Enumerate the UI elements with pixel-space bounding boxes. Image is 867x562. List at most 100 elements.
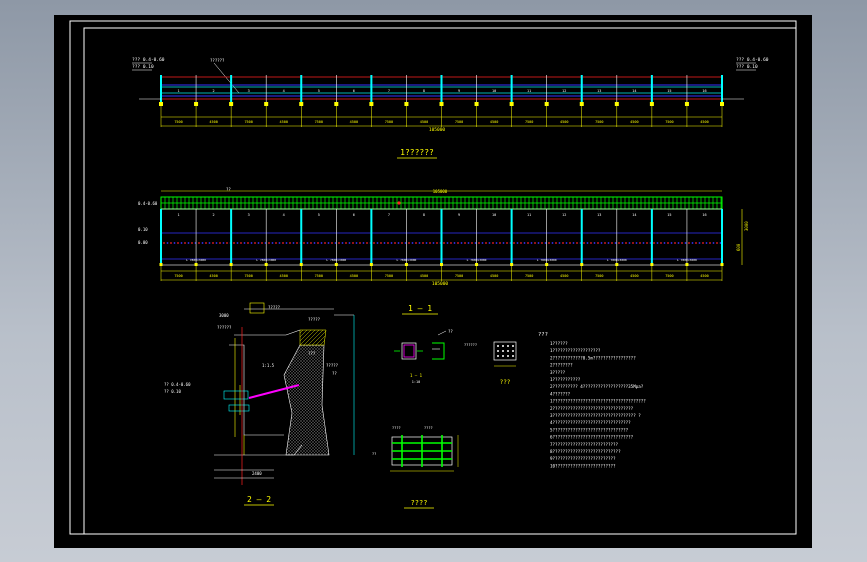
plan-post-footing	[615, 263, 619, 266]
plan-view: 0.4-0.60 0.10 0.00 ?? 105000 75001450027…	[138, 187, 749, 315]
plan-left-label-1: 0.4-0.60	[138, 201, 158, 206]
rebar-dot	[512, 350, 514, 352]
plan-dot-red	[289, 242, 291, 244]
plan-dot-red	[282, 242, 284, 244]
plan-bay-number: 7	[388, 213, 390, 217]
plan-dot-red	[422, 242, 424, 244]
plan-dot-red	[254, 242, 256, 244]
plan-dot-blue	[537, 242, 540, 244]
plan-dot-red	[324, 242, 326, 244]
elev-span-label: 7500	[315, 120, 323, 124]
plan-dot-red	[338, 242, 340, 244]
elevation-top-marker: ??????	[210, 58, 225, 63]
plan-post-footing	[720, 263, 724, 266]
plan-dot-red	[296, 242, 298, 244]
plan-dot-red	[170, 242, 172, 244]
notes-line: 1??????	[550, 341, 568, 346]
plan-dot-red	[695, 242, 697, 244]
plan-dot-blue	[215, 242, 218, 244]
plan-post-footing	[545, 263, 549, 266]
plan-dot-blue	[621, 242, 624, 244]
detail-rebar-grid: ?????? ???	[464, 341, 517, 386]
plan-dot-blue	[523, 242, 526, 244]
plan-dot-red	[275, 242, 277, 244]
rebar-dot	[502, 355, 504, 357]
plan-dot-red	[429, 242, 431, 244]
plan-dot-blue	[250, 242, 253, 244]
plan-dot-blue	[201, 242, 204, 244]
elev-post-footing	[194, 102, 199, 106]
plan-dot-blue	[565, 242, 568, 244]
notes-line: 7??????????????????????????	[550, 442, 619, 447]
plan-red-marker	[397, 201, 401, 205]
notes-line: 1???????????????????	[550, 348, 601, 353]
detail-cage-title: ????	[411, 499, 428, 507]
plan-dot-red	[688, 242, 690, 244]
plan-dot-blue	[313, 242, 316, 244]
plan-bay-number: 2	[213, 213, 215, 217]
plan-dot-blue	[474, 242, 477, 244]
section-label-10: 2400	[252, 471, 262, 476]
plan-dot-red	[303, 242, 305, 244]
plan-dot-blue	[243, 242, 246, 244]
plan-dot-blue	[187, 242, 190, 244]
notes-line: 3????????????????????????????????? ?	[550, 413, 641, 418]
plan-dot-red	[660, 242, 662, 244]
rebar-dot	[497, 355, 499, 357]
plan-dot-red	[380, 242, 382, 244]
plan-dot-blue	[586, 242, 589, 244]
plan-dot-blue	[656, 242, 659, 244]
notes-line: 3?????	[550, 370, 566, 375]
plan-dot-red	[632, 242, 634, 244]
notes-line: 5??????????????????????????????	[550, 427, 629, 432]
drawing-viewport[interactable]: ??? 0.4-0.60 ??? 0.10 ??? 0.4-0.60 ??? 0…	[54, 15, 812, 548]
plan-dot-red	[317, 242, 319, 244]
elev-span-label: 7500	[385, 120, 393, 124]
plan-dot-red	[436, 242, 438, 244]
plan-dot-blue	[488, 242, 491, 244]
plan-dot-blue	[327, 242, 330, 244]
section-label-11: 3000	[219, 313, 229, 318]
plan-bottom-note: L 7800×3000	[397, 258, 417, 262]
elev-post-footing	[404, 102, 409, 106]
elev-bay-number: 15	[667, 89, 671, 93]
plan-total-label: 105000	[432, 281, 449, 287]
elevation-right-tag-2: ??? 0.10	[736, 64, 758, 70]
elev-post-footing	[614, 102, 619, 106]
plan-dot-blue	[348, 242, 351, 244]
plan-dot-red	[576, 242, 578, 244]
plan-dot-blue	[446, 242, 449, 244]
elev-post-footing	[229, 102, 234, 106]
plan-dot-red	[506, 242, 508, 244]
plan-dot-blue	[292, 242, 295, 244]
plan-dot-blue	[558, 242, 561, 244]
plan-dot-red	[667, 242, 669, 244]
elev-span-label: 7500	[244, 120, 252, 124]
plan-dot-red	[219, 242, 221, 244]
plan-dot-red	[471, 242, 473, 244]
elev-post-footing	[334, 102, 339, 106]
section-label-7: ?? 0.4-0.60	[164, 382, 191, 387]
retaining-wall	[283, 344, 330, 456]
plan-title: 1 — 1	[408, 304, 432, 313]
elev-bay-number: 7	[388, 89, 390, 93]
plan-bay-number: 13	[597, 213, 601, 217]
design-notes: ??? 1?????? 1??????????????????? 2??????…	[538, 332, 646, 468]
elev-span-label: 4500	[700, 120, 708, 124]
plan-dot-red	[534, 242, 536, 244]
elev-span-label: 7500	[665, 120, 673, 124]
plan-dot-red	[352, 242, 354, 244]
plan-dot-red	[716, 242, 718, 244]
plan-dot-red	[702, 242, 704, 244]
plan-post-footing	[440, 263, 443, 266]
elev-post-footing	[439, 102, 444, 106]
plan-dot-blue	[481, 242, 484, 244]
section-label-3: ?????	[308, 317, 321, 322]
detail-c-label-b: ??	[448, 329, 453, 334]
plan-dot-blue	[698, 242, 701, 244]
notes-line: 6????????????????????????????????	[550, 435, 634, 440]
rebar-dot	[507, 345, 509, 347]
plan-dot-red	[639, 242, 641, 244]
plan-bottom-note: L 7800×3000	[256, 258, 276, 262]
plan-bay-number: 5	[318, 213, 320, 217]
